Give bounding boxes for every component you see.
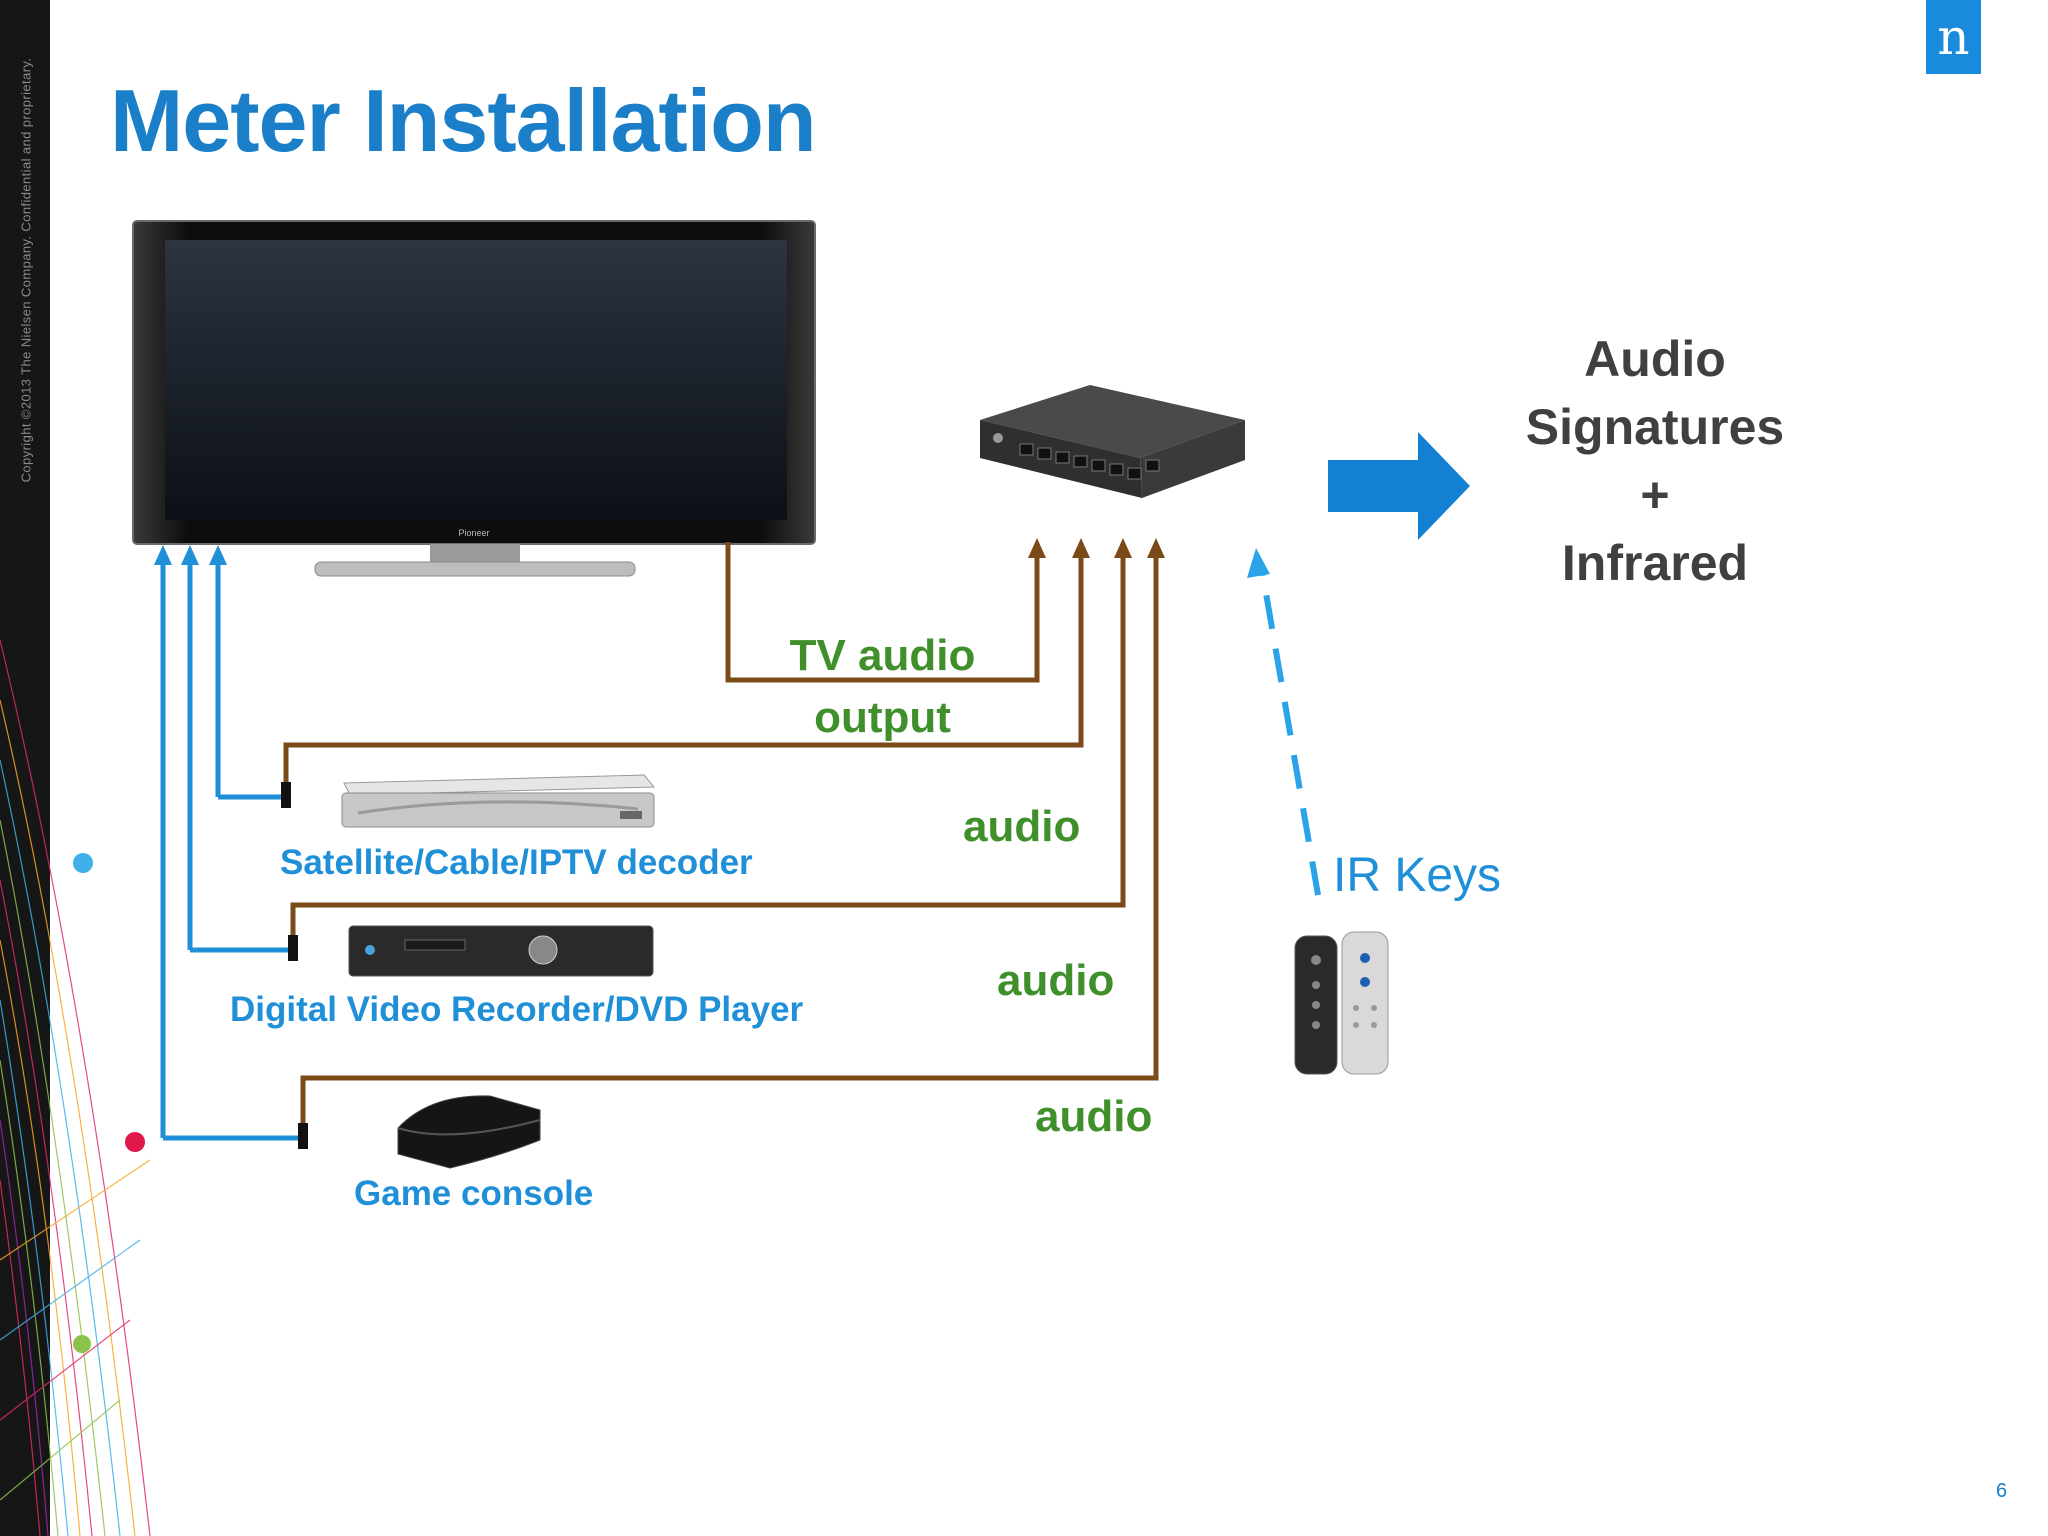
page-title: Meter Installation xyxy=(110,71,817,170)
output-arrow xyxy=(1328,432,1470,540)
game-console-label: Game console xyxy=(354,1174,594,1213)
audio-lines xyxy=(283,542,1159,1138)
page-number: 6 xyxy=(1996,1480,2008,1502)
satellite-decoder-label: Satellite/Cable/IPTV decoder xyxy=(280,843,753,882)
remote-controls-icon xyxy=(1294,931,1389,1075)
output-line2: Signatures xyxy=(1525,399,1785,455)
tv-icon: Pioneer xyxy=(132,220,816,577)
satellite-decoder-icon xyxy=(341,774,656,828)
ir-keys-label: IR Keys xyxy=(1333,849,1502,902)
output-signatures-label: Audio Signatures + Infrared xyxy=(1500,325,1810,597)
dvr-player-label: Digital Video Recorder/DVD Player xyxy=(230,990,804,1029)
left-sidebar xyxy=(0,0,50,1536)
audio-label-dvr: audio xyxy=(997,956,1115,1005)
svg-text:Pioneer: Pioneer xyxy=(458,528,489,538)
meter-device-icon xyxy=(980,385,1245,498)
tv-audio-output-label: TV audio output xyxy=(740,625,1025,749)
ir-line xyxy=(1259,569,1321,896)
output-line4: Infrared xyxy=(1561,535,1749,591)
audio-label-console: audio xyxy=(1035,1092,1153,1141)
tv-audio-line1: TV audio xyxy=(789,631,976,680)
game-console-icon xyxy=(397,1095,541,1169)
nielsen-logo: n xyxy=(1926,0,1981,74)
audio-label-satellite: audio xyxy=(963,802,1081,851)
video-lines xyxy=(160,555,300,1141)
output-line1: Audio xyxy=(1584,331,1726,387)
output-line3: + xyxy=(1640,467,1670,523)
decorative-mesh xyxy=(0,639,151,1536)
tv-audio-line2: output xyxy=(814,693,951,742)
dvr-player-icon xyxy=(348,925,654,977)
